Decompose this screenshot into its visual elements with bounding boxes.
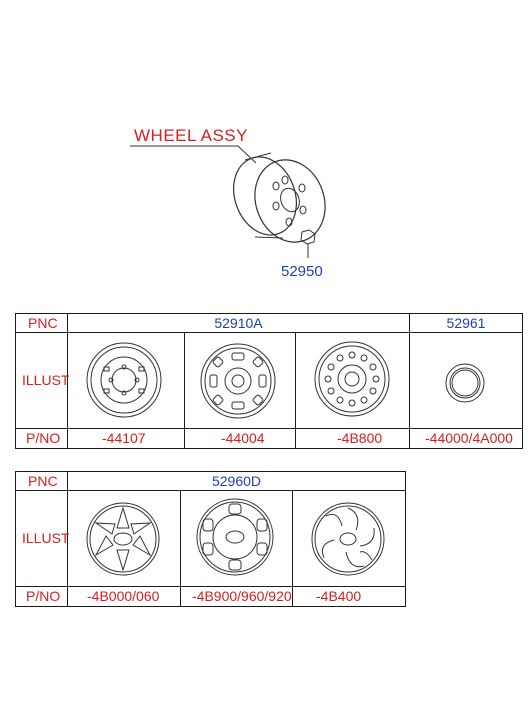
row-label-pnc: PNC [28,473,58,489]
pno-4b800: -4B800 [337,430,383,446]
pnc-52961: 52961 [446,315,486,331]
row-label-illust: ILLUST [22,372,70,388]
pno-4b000-060: -4B000/060 [87,588,160,604]
hub-nut-pnc: 52950 [281,263,323,280]
pno-4b900-960-920: -4B900/960/920 [192,588,292,604]
pnc-52910a: 52910A [214,315,263,331]
pno-44107: -44107 [102,430,146,446]
parts-table-2: PNC ILLUST P/NO 52960D -4B000/060 -4B900… [15,471,406,607]
row-label-pno: P/NO [26,430,61,446]
pno-44000-4a000: -44000/4A000 [425,430,513,446]
wheel-assembly-drawing [130,145,326,258]
pnc-52960d: 52960D [211,473,262,489]
wheel-assy-label: WHEEL ASSY [134,126,248,145]
parts-table-1: PNC ILLUST P/NO 52910A 52961 -44107 -440… [15,313,523,449]
hub-nut-icon [300,229,316,258]
row-label-pno: P/NO [26,588,61,604]
pno-44004: -44004 [221,430,265,446]
row-label-pnc: PNC [28,315,58,331]
row-label-illust: ILLUST [22,530,70,546]
pno-4b400: -4B400 [316,588,362,604]
wheel-rim-icon [254,159,326,243]
